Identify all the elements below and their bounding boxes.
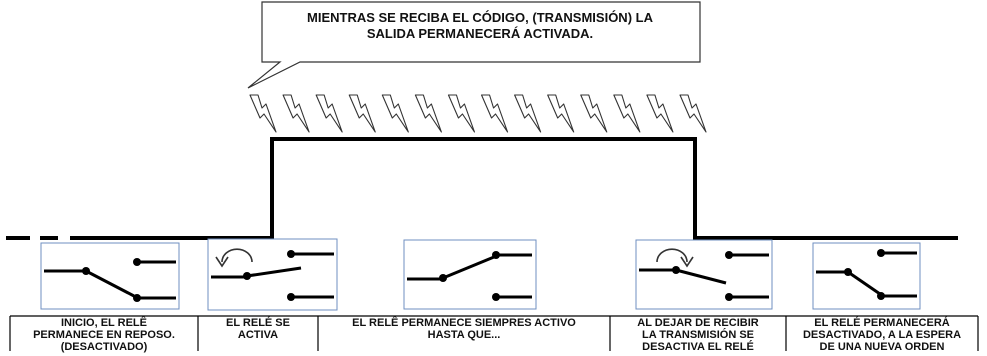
lightning-bolt-icon (381, 94, 409, 133)
lightning-bolt-icon (514, 94, 542, 133)
relay-panel-active (403, 239, 537, 310)
lightning-bolt-icon (480, 94, 509, 133)
relay-panel-deactivating (635, 239, 773, 310)
callout-bubble (247, 1, 701, 89)
lightning-bolt-icon (447, 94, 476, 133)
callout-text: MIENTRAS SE RECIBA EL CÓDIGO, (TRANSMISI… (307, 10, 653, 41)
caption-deactivate: AL DEJAR DE RECIBIR LA TRANSMISIÓN SE DE… (610, 316, 786, 356)
caption-active: EL RELÊ PERMANECE SIEMPRES ACTIVO HASTA … (318, 316, 610, 356)
caption-activate-text: EL RELÉ SE ACTIVA (226, 317, 290, 341)
lightning-bolt-icon (315, 94, 343, 133)
caption-table-lines (9, 315, 979, 351)
lightning-bolt-icon (646, 94, 674, 133)
relay-panel-rest-final (812, 242, 921, 310)
signal-bolts (249, 94, 707, 133)
rotate-cw-icon (656, 248, 688, 263)
relay-panel-rest (40, 242, 180, 310)
caption-active-text: EL RELÊ PERMANECE SIEMPRES ACTIVO HASTA … (352, 317, 576, 341)
lightning-bolt-icon (249, 94, 277, 133)
caption-waiting-text: EL RELÉ PERMANECERÁ DESACTIVADO, A LA ES… (802, 317, 962, 353)
rotate-ccw-icon (221, 248, 253, 263)
caption-activate: EL RELÉ SE ACTIVA (198, 316, 318, 356)
relay-panel-activating (207, 238, 338, 311)
lightning-bolt-icon (580, 94, 608, 133)
caption-deactivate-text: AL DEJAR DE RECIBIR LA TRANSMISIÓN SE DE… (637, 317, 759, 353)
lightning-bolt-icon (613, 94, 641, 133)
lightning-bolt-icon (679, 94, 707, 133)
caption-rest: INICIO, EL RELÊ PERMANECE EN REPOSO. (DE… (10, 316, 198, 356)
caption-rest-text: INICIO, EL RELÊ PERMANECE EN REPOSO. (DE… (33, 317, 175, 353)
lightning-bolt-icon (414, 94, 442, 133)
lightning-bolt-icon (348, 94, 376, 133)
lightning-bolt-icon (547, 94, 575, 133)
signal-waveform (70, 137, 958, 240)
caption-waiting: EL RELÉ PERMANECERÁ DESACTIVADO, A LA ES… (786, 316, 978, 356)
lightning-bolt-icon (282, 94, 310, 133)
